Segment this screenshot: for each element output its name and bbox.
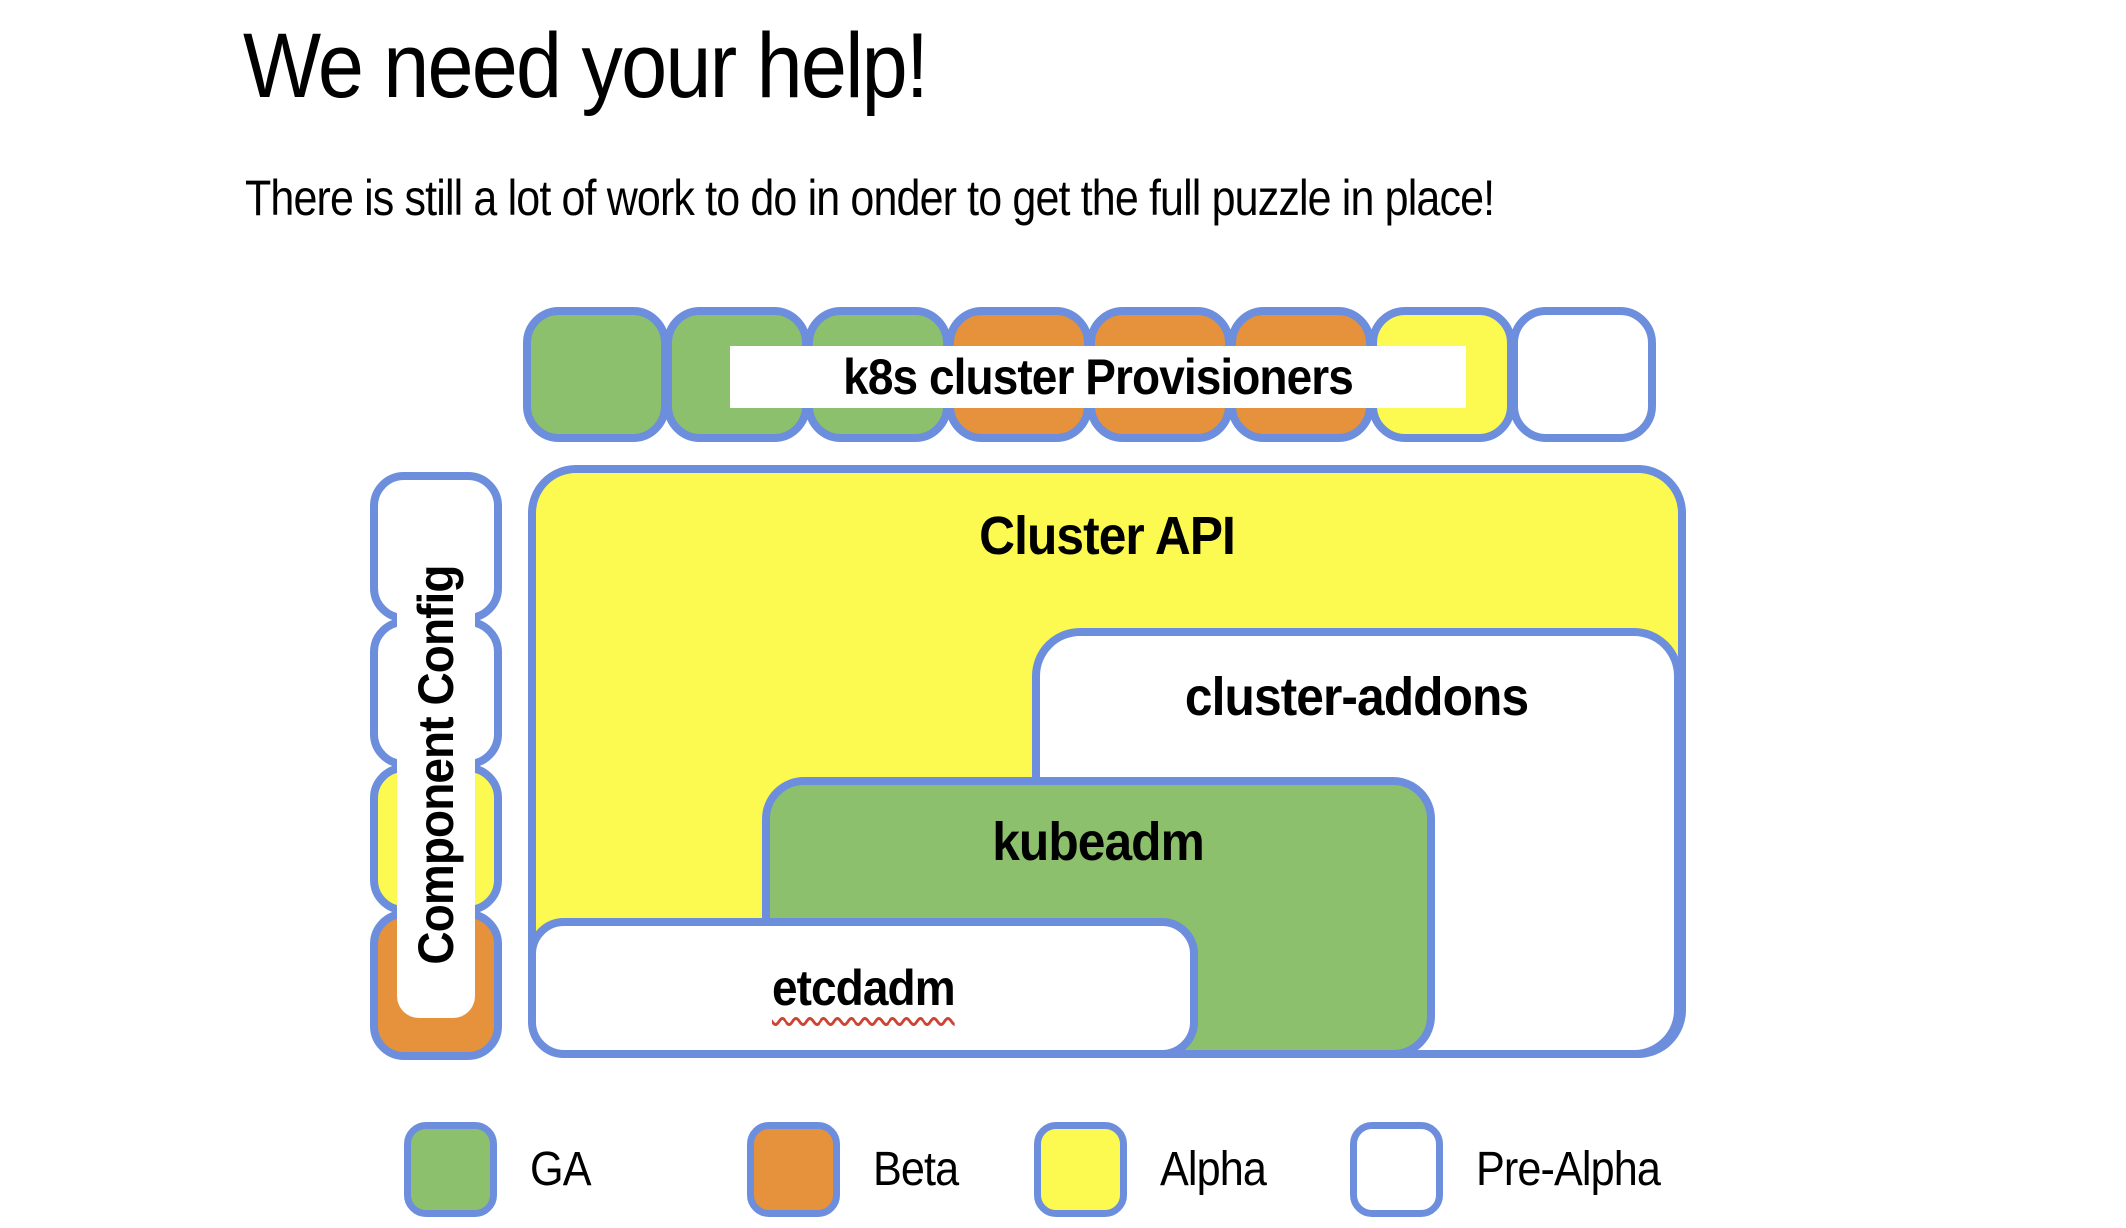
legend-swatch-alpha: [1034, 1122, 1127, 1217]
component-config-label-box: Component Config: [397, 512, 475, 1018]
legend-item-beta: Beta: [747, 1122, 968, 1217]
page-title: We need your help!: [243, 15, 929, 117]
kubeadm-label: kubeadm: [992, 812, 1206, 872]
etcdadm-block: etcdadm: [528, 918, 1198, 1058]
legend-item-ga: GA: [404, 1122, 597, 1217]
provisioners-label: k8s cluster Provisioners: [843, 349, 1354, 405]
puzzle-piece-pre-alpha: [1510, 307, 1656, 442]
cluster-api-label: Cluster API: [979, 506, 1236, 566]
legend-label-ga: GA: [530, 1143, 592, 1196]
legend-label-alpha: Alpha: [1160, 1143, 1267, 1196]
component-config-label: Component Config: [408, 565, 464, 965]
legend-swatch-beta: [747, 1122, 840, 1217]
provisioners-label-box: k8s cluster Provisioners: [730, 346, 1466, 408]
legend-item-alpha: Alpha: [1034, 1122, 1278, 1217]
page-subtitle: There is still a lot of work to do in on…: [245, 170, 1495, 226]
puzzle-piece-ga: [523, 307, 669, 442]
legend-item-pre-alpha: Pre-Alpha: [1350, 1122, 1680, 1217]
legend-label-beta: Beta: [873, 1143, 959, 1196]
legend-swatch-pre-alpha: [1350, 1122, 1443, 1217]
legend-label-pre-alpha: Pre-Alpha: [1476, 1143, 1661, 1196]
legend-swatch-ga: [404, 1122, 497, 1217]
etcdadm-label: etcdadm: [771, 960, 956, 1016]
cluster-addons-label: cluster-addons: [1185, 667, 1529, 727]
